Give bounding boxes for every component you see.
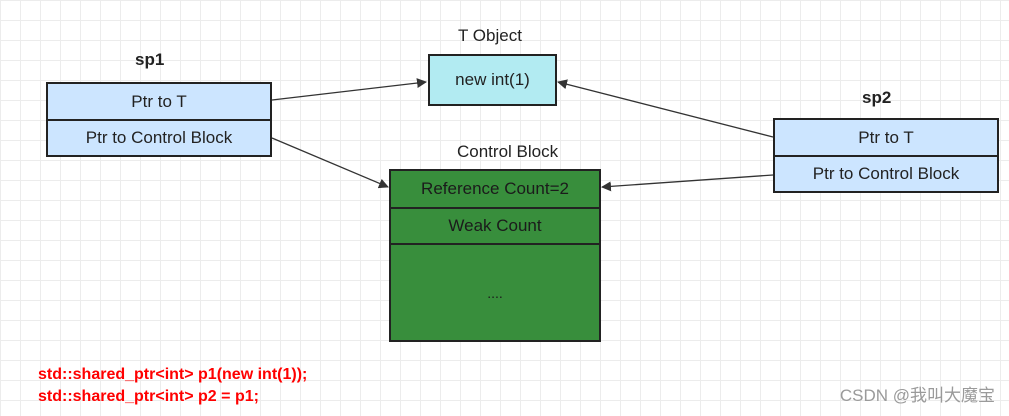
arrow-sp2-to-control-block [601,174,774,192]
arrow-sp1-to-t-object [271,78,427,101]
control-block-title: Control Block [457,142,559,161]
t-object-box: new int(1) [428,54,557,106]
code-line-1: std::shared_ptr<int> p1(new int(1)); [38,366,308,383]
reference-count-row: Reference Count=2 [391,171,599,207]
code-line-2: std::shared_ptr<int> p2 = p1; [38,388,259,405]
control-block-ellipsis-row: .... [391,243,599,340]
sp2-ptr-to-control-block: Ptr to Control Block [775,155,997,191]
arrow-sp2-to-t-object [557,79,774,138]
control-block-box: Reference Count=2 Weak Count .... [389,169,601,342]
weak-count-row: Weak Count [391,207,599,243]
sp2-ptr-to-t: Ptr to T [775,120,997,155]
sp1-box: Ptr to T Ptr to Control Block [46,82,272,157]
t-object-content: new int(1) [455,70,530,89]
t-object-title: T Object [458,26,522,45]
csdn-watermark: CSDN @我叫大魔宝 [839,386,995,405]
sp2-title: sp2 [862,88,892,107]
sp1-ptr-to-control-block: Ptr to Control Block [48,119,270,155]
arrow-sp1-to-control-block [271,137,389,189]
sp2-box: Ptr to T Ptr to Control Block [773,118,999,193]
sp1-ptr-to-t: Ptr to T [48,84,270,119]
sp1-title: sp1 [135,50,165,69]
